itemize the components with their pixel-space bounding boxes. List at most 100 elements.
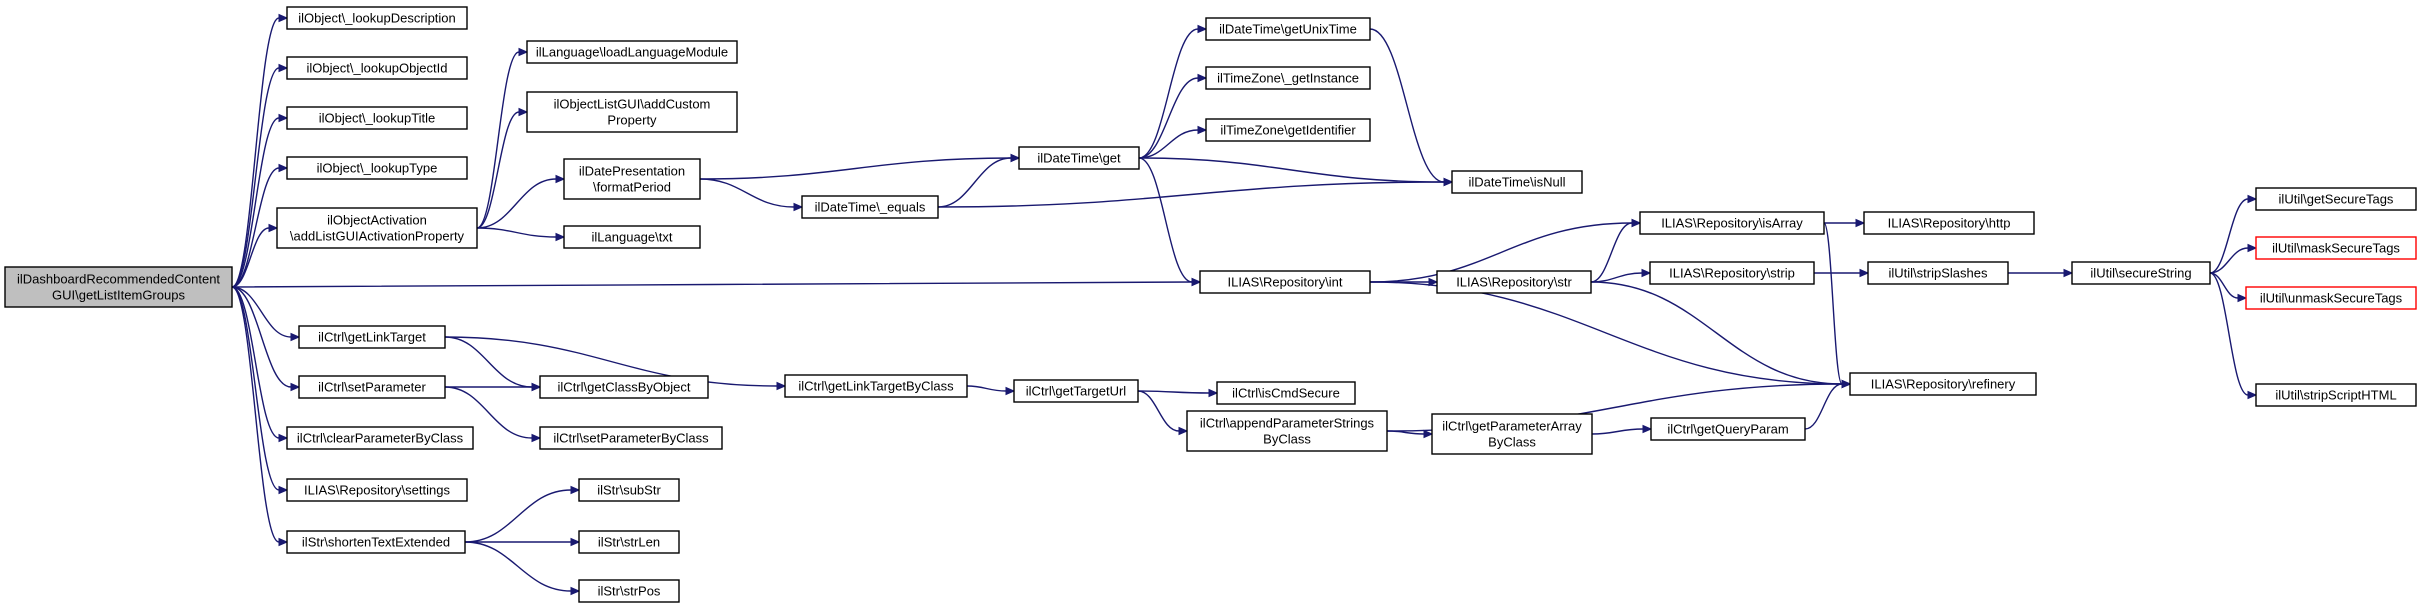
node-box-lookupDescription[interactable] [286, 6, 468, 30]
node-box-txt[interactable] [563, 225, 701, 249]
edges [231, 13, 2258, 596]
node-getTargetUrl[interactable]: ilCtrl\getTargetUrl [1013, 379, 1139, 403]
node-stripSlashes[interactable]: ilUtil\stripSlashes [1867, 261, 2009, 285]
node-box-maskSecureTags[interactable] [2255, 236, 2417, 260]
node-box-root[interactable] [4, 266, 233, 308]
node-getLinkTarget[interactable]: ilCtrl\getLinkTarget [298, 325, 446, 349]
node-label-formatPeriod-line-0: ilDatePresentation [579, 164, 685, 179]
node-isArray[interactable]: ILIAS\Repository\isArray [1639, 211, 1825, 235]
node-box-dtGet[interactable] [1018, 146, 1140, 170]
node-loadLanguageModule[interactable]: ilLanguage\loadLanguageModule [526, 40, 738, 64]
node-box-isCmdSecure[interactable] [1216, 381, 1356, 405]
node-box-getClassByObject[interactable] [539, 375, 709, 399]
node-formatPeriod[interactable]: ilDatePresentation\formatPeriod [563, 158, 701, 200]
node-maskSecureTags[interactable]: ilUtil\maskSecureTags [2255, 236, 2417, 260]
node-isNull[interactable]: ilDateTime\isNull [1451, 170, 1583, 194]
node-lookupType[interactable]: ilObject\_lookupType [286, 156, 468, 180]
node-box-getQueryParam[interactable] [1650, 417, 1806, 441]
node-getUnixTime[interactable]: ilDateTime\getUnixTime [1205, 17, 1371, 41]
node-box-stripSlashes[interactable] [1867, 261, 2009, 285]
node-box-getSecureTags[interactable] [2255, 187, 2417, 211]
node-box-lookupObjectId[interactable] [286, 56, 468, 80]
node-box-getTargetUrl[interactable] [1013, 379, 1139, 403]
node-box-http[interactable] [1863, 211, 2035, 235]
node-box-strPos[interactable] [578, 579, 680, 603]
node-box-activation[interactable] [276, 207, 478, 249]
node-box-lookupTitle[interactable] [286, 106, 468, 130]
node-box-shortenTextExtended[interactable] [286, 530, 466, 554]
node-box-loadLanguageModule[interactable] [526, 40, 738, 64]
node-tzGetInstance[interactable]: ilTimeZone\_getInstance [1205, 66, 1371, 90]
node-label-getUnixTime-line-0: ilDateTime\getUnixTime [1219, 22, 1357, 37]
node-getLinkTargetByClass[interactable]: ilCtrl\getLinkTargetByClass [784, 374, 968, 398]
node-box-addCustomProperty[interactable] [526, 91, 738, 133]
arrowhead-activation-to-txt [555, 232, 566, 242]
node-box-repoStr[interactable] [1436, 270, 1592, 294]
node-box-getLinkTarget[interactable] [298, 325, 446, 349]
node-box-repoInt[interactable] [1199, 270, 1371, 294]
node-isCmdSecure[interactable]: ilCtrl\isCmdSecure [1216, 381, 1356, 405]
node-strLen[interactable]: ilStr\strLen [578, 530, 680, 554]
node-tzGetIdentifier[interactable]: ilTimeZone\getIdentifier [1205, 118, 1371, 142]
node-shortenTextExtended[interactable]: ilStr\shortenTextExtended [286, 530, 466, 554]
node-label-isNull-line-0: ilDateTime\isNull [1468, 175, 1565, 190]
node-repoInt[interactable]: ILIAS\Repository\int [1199, 270, 1371, 294]
node-repoStr[interactable]: ILIAS\Repository\str [1436, 270, 1592, 294]
node-box-isArray[interactable] [1639, 211, 1825, 235]
node-box-subStr[interactable] [578, 478, 680, 502]
node-box-dtEquals[interactable] [801, 195, 939, 219]
node-getQueryParam[interactable]: ilCtrl\getQueryParam [1650, 417, 1806, 441]
node-stripScriptHTML[interactable]: ilUtil\stripScriptHTML [2255, 383, 2417, 407]
node-box-strip[interactable] [1649, 261, 1815, 285]
node-box-unmaskSecureTags[interactable] [2245, 286, 2417, 310]
node-dtGet[interactable]: ilDateTime\get [1018, 146, 1140, 170]
arrowhead-repoStr-to-strip [1641, 268, 1652, 278]
node-box-strLen[interactable] [578, 530, 680, 554]
node-box-lookupType[interactable] [286, 156, 468, 180]
node-box-refinery[interactable] [1849, 372, 2037, 396]
node-secureString[interactable]: ilUtil\secureString [2071, 261, 2211, 285]
node-strPos[interactable]: ilStr\strPos [578, 579, 680, 603]
node-lookupTitle[interactable]: ilObject\_lookupTitle [286, 106, 468, 130]
node-getClassByObject[interactable]: ilCtrl\getClassByObject [539, 375, 709, 399]
node-http[interactable]: ILIAS\Repository\http [1863, 211, 2035, 235]
node-box-getParameterArray[interactable] [1431, 413, 1593, 455]
node-box-setParameterByClass[interactable] [539, 426, 723, 450]
node-lookupObjectId[interactable]: ilObject\_lookupObjectId [286, 56, 468, 80]
node-setParameter[interactable]: ilCtrl\setParameter [298, 375, 446, 399]
node-lookupDescription[interactable]: ilObject\_lookupDescription [286, 6, 468, 30]
arrowhead-strip-to-stripSlashes [1859, 268, 1870, 278]
node-activation[interactable]: ilObjectActivation\addListGUIActivationP… [276, 207, 478, 249]
edge-dtGet-to-isNull [1138, 157, 1445, 183]
node-setParameterByClass[interactable]: ilCtrl\setParameterByClass [539, 426, 723, 450]
arrowhead-dtEquals-to-dtGet [1010, 153, 1021, 163]
node-box-tzGetIdentifier[interactable] [1205, 118, 1371, 142]
node-root[interactable]: ilDashboardRecommendedContentGUI\getList… [4, 266, 233, 308]
node-box-repoSettings[interactable] [286, 478, 468, 502]
arrowhead-secureString-to-unmaskSecureTags [2237, 293, 2248, 303]
node-label-root-line-0: ilDashboardRecommendedContent [17, 272, 220, 287]
node-box-isNull[interactable] [1451, 170, 1583, 194]
node-box-clearParameterByClass[interactable] [286, 426, 474, 450]
node-box-stripScriptHTML[interactable] [2255, 383, 2417, 407]
node-repoSettings[interactable]: ILIAS\Repository\settings [286, 478, 468, 502]
node-subStr[interactable]: ilStr\subStr [578, 478, 680, 502]
node-strip[interactable]: ILIAS\Repository\strip [1649, 261, 1815, 285]
node-dtEquals[interactable]: ilDateTime\_equals [801, 195, 939, 219]
node-box-secureString[interactable] [2071, 261, 2211, 285]
node-getSecureTags[interactable]: ilUtil\getSecureTags [2255, 187, 2417, 211]
node-box-getUnixTime[interactable] [1205, 17, 1371, 41]
node-box-setParameter[interactable] [298, 375, 446, 399]
node-txt[interactable]: ilLanguage\txt [563, 225, 701, 249]
node-label-setParameterByClass-line-0: ilCtrl\setParameterByClass [553, 431, 709, 446]
node-clearParameterByClass[interactable]: ilCtrl\clearParameterByClass [286, 426, 474, 450]
node-box-getLinkTargetByClass[interactable] [784, 374, 968, 398]
node-box-formatPeriod[interactable] [563, 158, 701, 200]
node-box-tzGetInstance[interactable] [1205, 66, 1371, 90]
node-unmaskSecureTags[interactable]: ilUtil\unmaskSecureTags [2245, 286, 2417, 310]
node-box-appendParameterStrings[interactable] [1186, 410, 1388, 452]
node-refinery[interactable]: ILIAS\Repository\refinery [1849, 372, 2037, 396]
